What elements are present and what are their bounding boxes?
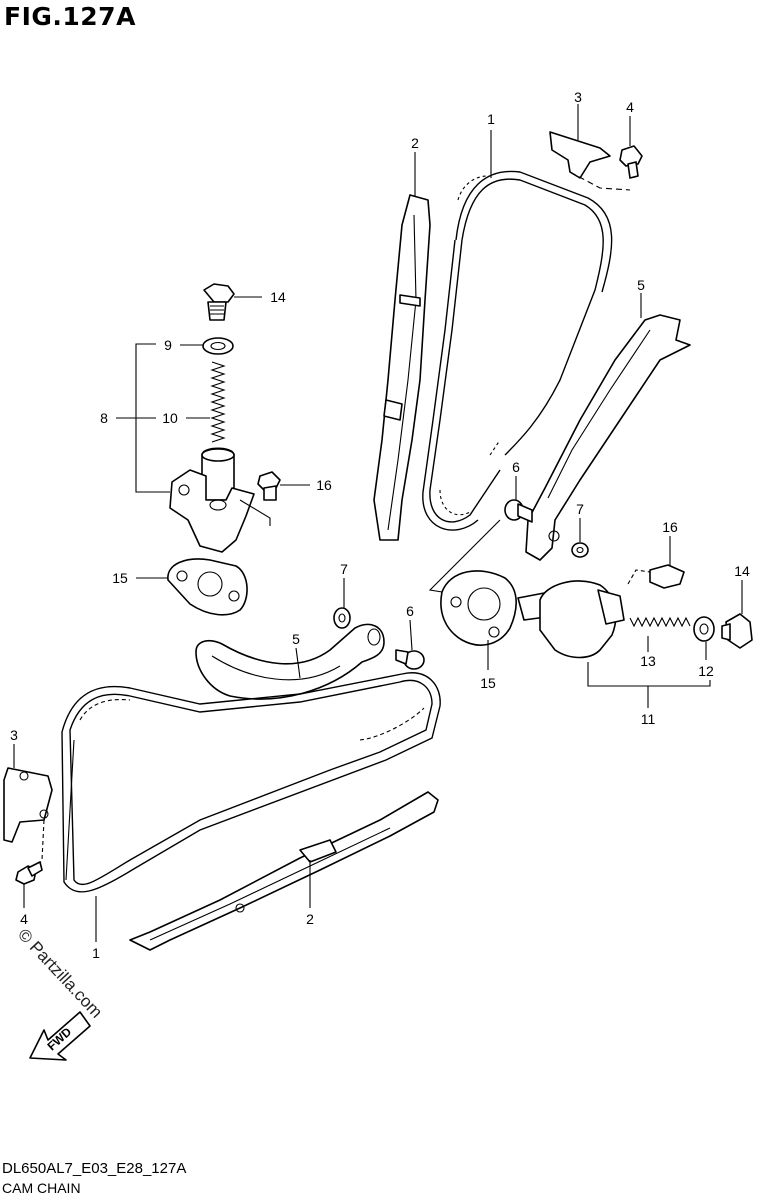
tensioner-assembly-left	[169, 447, 271, 553]
callout-13: 13	[640, 653, 656, 669]
callout-7-left: 7	[340, 561, 348, 577]
cam-chain-top	[422, 170, 613, 531]
gasket-15-right	[428, 519, 517, 646]
callout-5-left: 5	[292, 631, 300, 647]
callout-2-bottom: 2	[306, 911, 314, 927]
bolt-6-left	[395, 649, 425, 670]
figure-title: FIG.127A	[4, 2, 136, 31]
washer-12	[693, 616, 715, 642]
leader-lines	[13, 104, 743, 942]
callout-9: 9	[164, 337, 172, 353]
callout-5-top: 5	[637, 277, 645, 293]
chain-guide-bottom	[129, 791, 439, 951]
callout-4-top: 4	[626, 99, 634, 115]
tensioner-adjuster-arm-top	[525, 314, 691, 561]
callout-3-left: 3	[10, 727, 18, 743]
cam-chain-bottom	[61, 672, 441, 893]
callout-6-right: 6	[512, 459, 520, 475]
callout-15-right: 15	[480, 675, 496, 691]
fwd-arrow-icon: FWD	[29, 1011, 91, 1061]
figure-name: CAM CHAIN	[2, 1180, 81, 1196]
callout-1-bottom: 1	[92, 945, 100, 961]
callout-16-left: 16	[316, 477, 332, 493]
spring-10	[210, 361, 226, 443]
callout-4-left: 4	[20, 911, 28, 927]
callout-7-right: 7	[576, 501, 584, 517]
callout-14-left: 14	[270, 289, 286, 305]
bolt-14-right	[721, 613, 753, 649]
callout-3-top: 3	[574, 89, 582, 105]
figure-code: DL650AL7_E03_E28_127A	[2, 1160, 187, 1177]
chain-guide-bracket-top	[549, 131, 631, 191]
tensioner-assembly-right	[517, 564, 685, 659]
callout-12: 12	[698, 663, 714, 679]
bolt-left	[15, 861, 43, 885]
callout-1-top: 1	[487, 111, 495, 127]
bolt-6-right	[504, 499, 533, 523]
callout-6-left: 6	[406, 603, 414, 619]
callout-10: 10	[162, 410, 178, 426]
gasket-15-left	[167, 558, 248, 616]
callout-14-right: 14	[734, 563, 750, 579]
washer-9	[202, 337, 234, 355]
bolt-top-right	[619, 145, 643, 179]
callout-11: 11	[641, 711, 656, 727]
bolt-16-left	[257, 471, 281, 501]
washer-7-left	[333, 607, 351, 629]
callout-2-top: 2	[411, 135, 419, 151]
spring-13	[629, 616, 691, 628]
tensioner-adjuster-arm-bottom	[195, 623, 385, 700]
washer-7-right	[571, 542, 589, 558]
chain-guide-bracket-left	[3, 767, 53, 873]
chain-guide-top	[373, 194, 431, 541]
callout-16-right: 16	[662, 519, 678, 535]
callout-8: 8	[100, 410, 108, 426]
callout-15-left: 15	[112, 570, 128, 586]
bolt-14-left	[203, 283, 235, 321]
callout-bracket-11	[587, 662, 711, 687]
